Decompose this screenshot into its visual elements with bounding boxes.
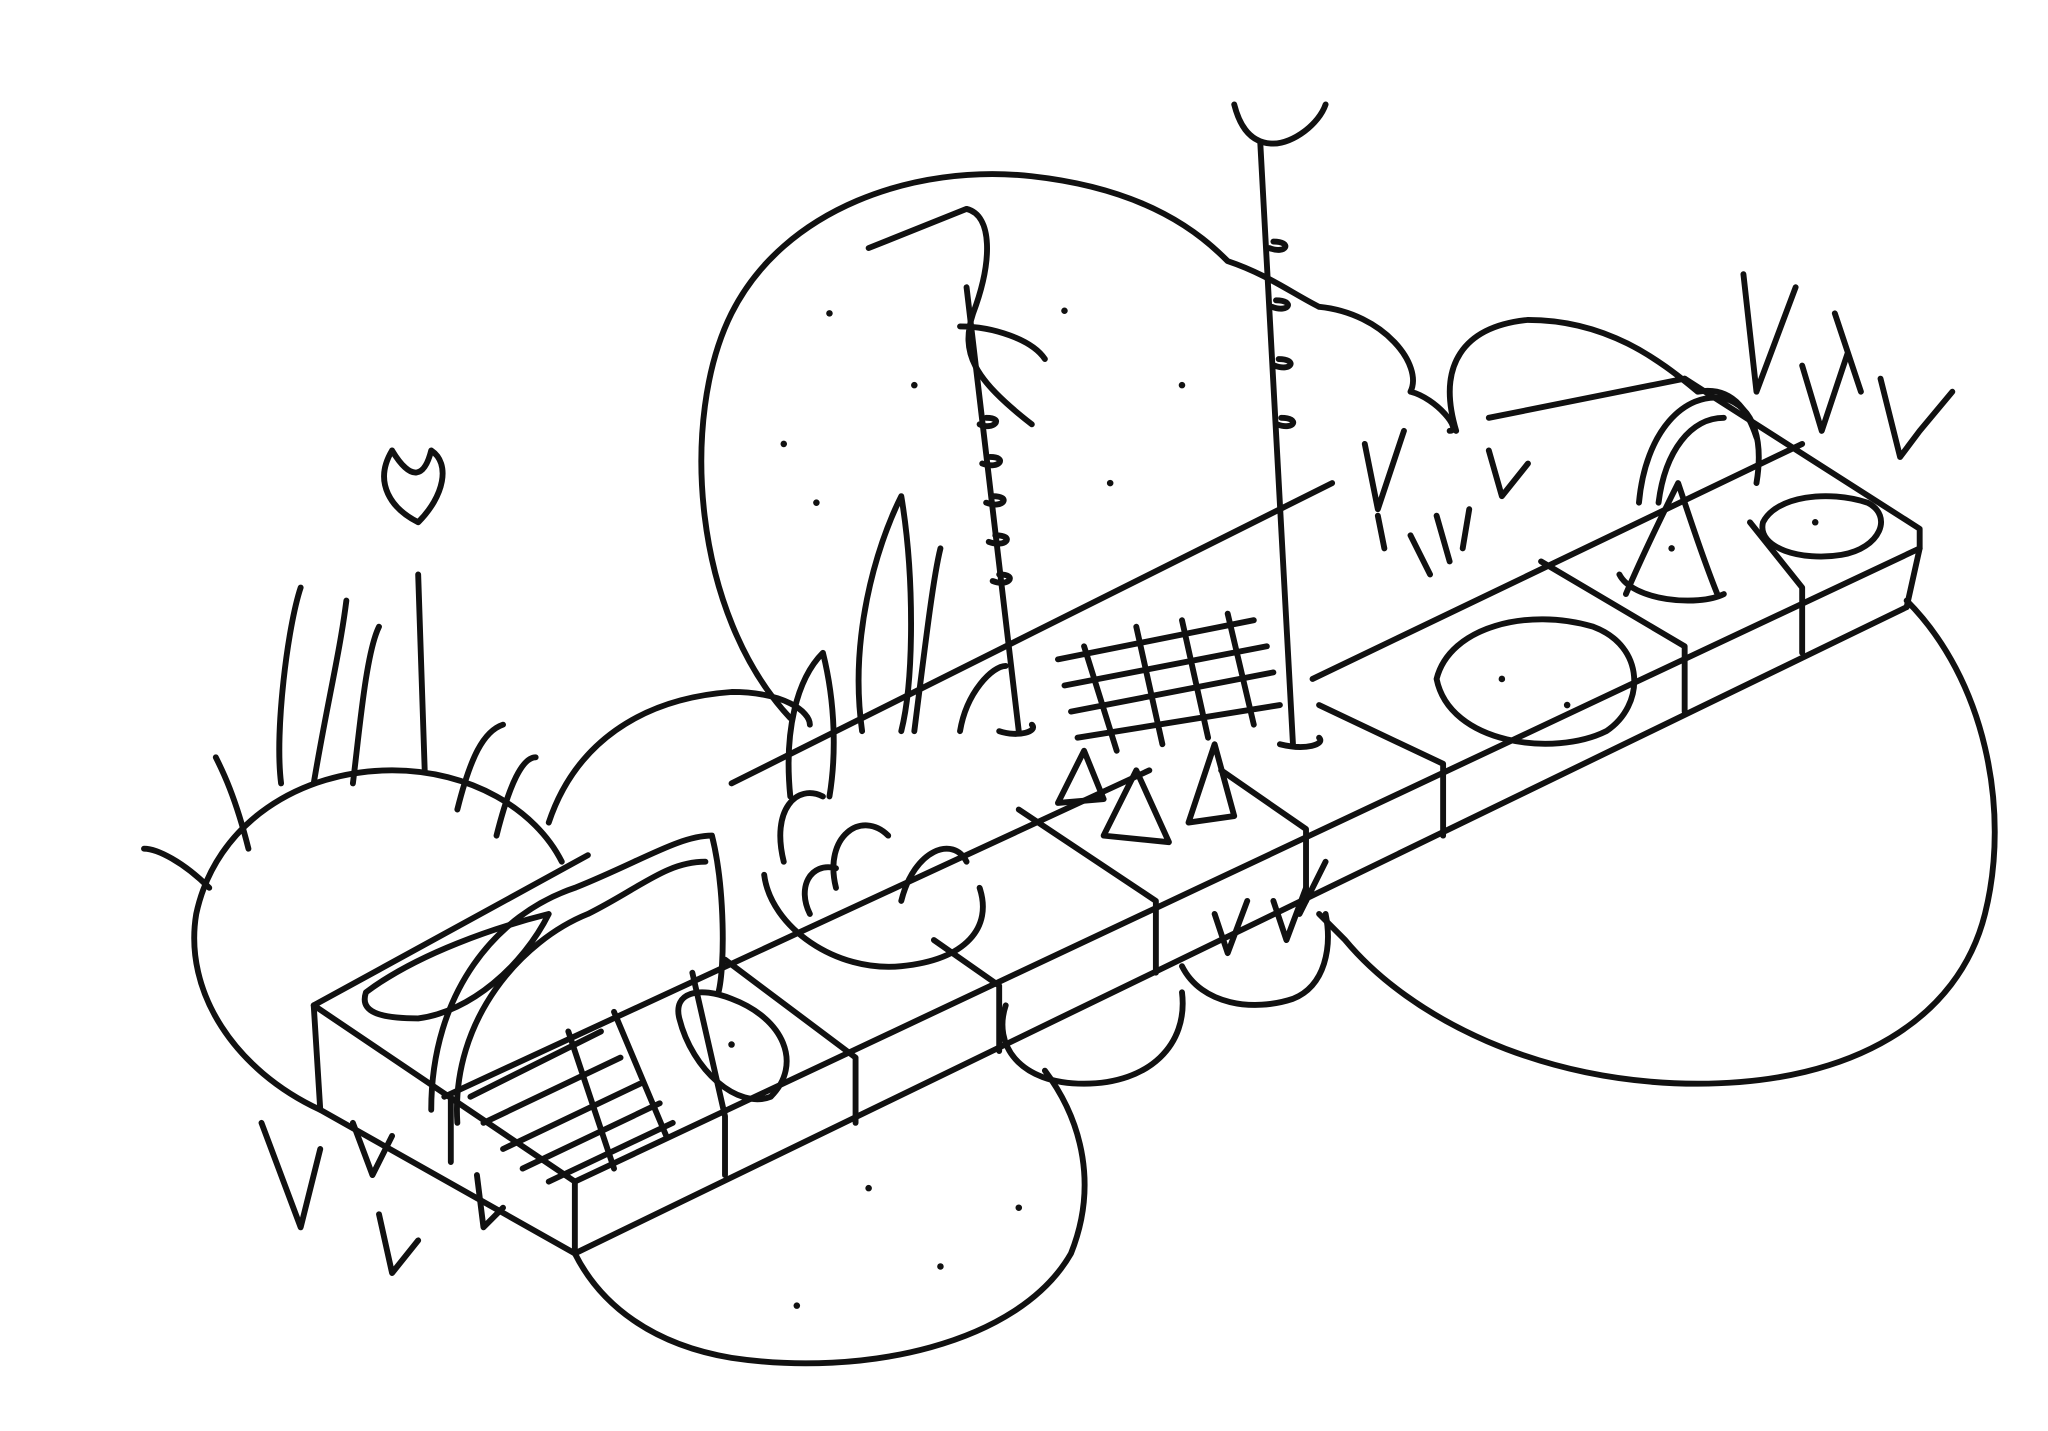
raised-bed	[310, 375, 1923, 1257]
bed-top-back-edge	[310, 375, 1688, 1009]
dot	[1668, 545, 1675, 552]
sprouts	[1374, 506, 1473, 578]
grass-back-right	[1361, 271, 1956, 513]
dot	[1015, 1204, 1023, 1211]
dot	[1061, 307, 1068, 315]
bed-right-end	[1681, 375, 1923, 611]
bird	[865, 205, 1048, 428]
tall-flower	[381, 447, 446, 774]
dot	[1178, 381, 1186, 389]
dot	[937, 1263, 944, 1270]
grass-middle	[1211, 858, 1329, 957]
arch	[428, 832, 726, 1113]
pole-right-spiral	[1266, 238, 1296, 430]
arch-right	[1636, 394, 1762, 506]
dot	[780, 440, 788, 448]
grass-bottom-left	[258, 1119, 506, 1276]
left-round-patch	[191, 767, 565, 1113]
right-large-blob	[1316, 597, 1998, 1087]
bed-inner-edge	[441, 440, 1806, 1100]
trellis-grid	[1055, 610, 1283, 754]
middle-small-blob	[999, 989, 1186, 1087]
dot	[1498, 675, 1506, 683]
seed-patch-1	[675, 989, 790, 1103]
arch-inner	[454, 858, 709, 1126]
dot	[1106, 479, 1114, 487]
dot	[1563, 701, 1571, 709]
bed-dividers	[447, 519, 1806, 1179]
bottom-blob	[571, 1067, 1088, 1367]
dot	[1811, 518, 1819, 526]
plants	[141, 271, 1956, 1276]
dot	[865, 1184, 872, 1192]
dot	[826, 310, 833, 317]
pole-left-spiral	[976, 414, 1013, 586]
seed-patch-3	[1759, 493, 1884, 560]
cloche	[1616, 480, 1727, 604]
middle-small-blob-2	[1179, 911, 1331, 1008]
seed-patch-2	[1433, 616, 1638, 747]
bed-front-bottom-edge	[571, 604, 1910, 1257]
dot	[813, 499, 820, 506]
leafy-plant	[785, 493, 1009, 800]
poles	[865, 101, 1329, 750]
seedlings-triangles	[1055, 741, 1238, 846]
dot	[911, 381, 918, 389]
center-hill-line	[545, 689, 813, 826]
bowl	[761, 871, 986, 970]
pole-right	[1257, 140, 1324, 750]
stipple	[728, 307, 1819, 1309]
pole-right-fork	[1231, 101, 1329, 147]
dot	[793, 1302, 801, 1309]
back-center-blob	[698, 171, 1456, 722]
dot	[728, 1041, 735, 1048]
bowl-plants	[777, 790, 970, 917]
bed-top-front-edge	[571, 545, 1923, 1185]
ladder-steps	[467, 1008, 676, 1185]
grass-left	[141, 584, 539, 891]
